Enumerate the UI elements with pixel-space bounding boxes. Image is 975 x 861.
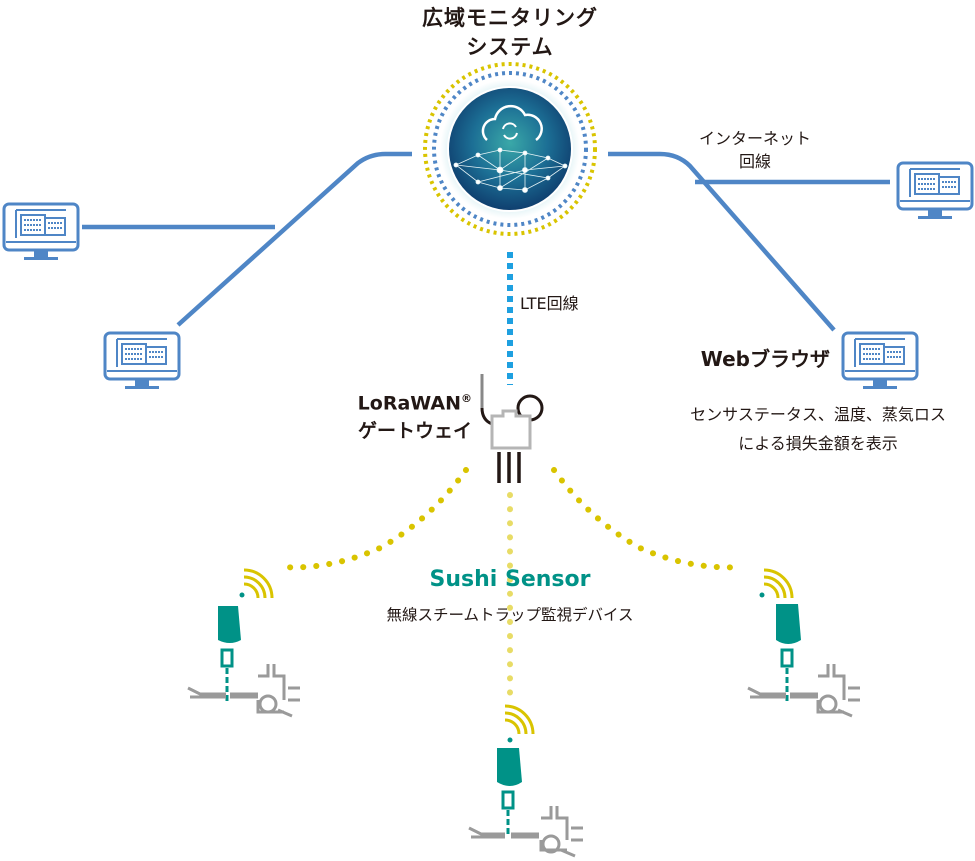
network-mesh-icon [453, 147, 568, 193]
monitor-icon [896, 161, 974, 221]
registered-mark: ® [461, 392, 472, 405]
browser-description: センサステータス、温度、蒸気ロス による損失金額を表示 [658, 400, 975, 458]
sync-icon [502, 122, 518, 140]
gateway-line-2: ゲートウェイ [357, 420, 472, 443]
title-line-1: 広域モニタリング [422, 6, 598, 30]
monitor-icon [841, 331, 919, 391]
lora-links [279, 467, 745, 703]
sensor-name: Sushi Sensor [429, 567, 591, 592]
sensor-subtitle: 無線スチームトラップ監視デバイス [386, 606, 634, 624]
sensor-center [468, 704, 583, 858]
gateway-label: LoRaWAN® ゲートウェイ [300, 385, 472, 445]
gateway-line-1: LoRaWAN [357, 392, 461, 415]
title-line-2: システム [466, 35, 554, 59]
lte-label: LTE回線 [520, 294, 579, 313]
monitoring-system-hub-icon [423, 62, 597, 236]
desc-line-2: による損失金額を表示 [738, 434, 898, 453]
monitor-icon [103, 331, 181, 391]
internet-line-1: インターネット [698, 129, 811, 148]
internet-label: インターネット 回線 [680, 127, 830, 173]
monitoring-system-title: 広域モニタリング システム [400, 4, 620, 62]
sensor-right [747, 568, 860, 718]
internet-line-2: 回線 [738, 152, 771, 171]
lorawan-gateway-icon [480, 374, 544, 483]
internet-lines [82, 151, 890, 332]
monitor-icon [2, 202, 80, 262]
desc-line-1: センサステータス、温度、蒸気ロス [690, 405, 946, 424]
cloud-icon [481, 104, 543, 142]
sensor-left [187, 568, 300, 718]
web-browser-label: Webブラウザ [700, 347, 830, 371]
